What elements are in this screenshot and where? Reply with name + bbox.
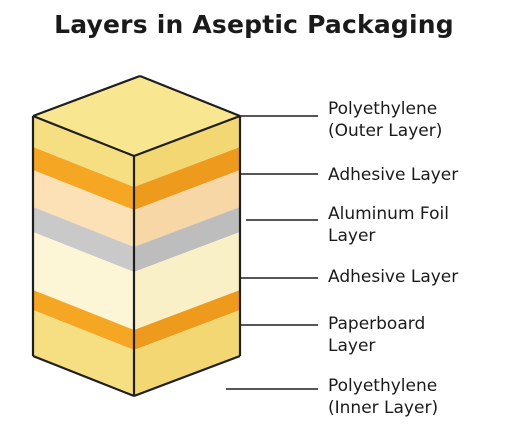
right-face-band — [134, 207, 240, 272]
label-line: Adhesive Layer — [328, 267, 459, 287]
top-edge — [139, 74, 241, 118]
top-edge — [32, 114, 135, 158]
label-adhesive-lower: Adhesive Layer — [328, 266, 458, 288]
right-face-band — [134, 170, 240, 247]
leader-lines — [226, 115, 318, 390]
right-face-band — [134, 290, 240, 350]
bottom-edge — [32, 354, 135, 398]
left-face-band — [33, 147, 134, 210]
left-face-band — [33, 290, 134, 350]
layered-block — [31, 74, 242, 398]
label-paperboard: Paperboard Layer — [328, 313, 425, 357]
label-polyethylene-outer: Polyethylene (Outer Layer) — [328, 98, 442, 142]
label-line: (Inner Layer) — [328, 398, 439, 418]
left-face-band — [33, 232, 134, 330]
label-line: Layer — [328, 226, 376, 246]
label-line: (Outer Layer) — [328, 121, 443, 141]
right-face-band — [134, 310, 240, 396]
right-face-band — [134, 232, 240, 330]
label-line: Polyethylene — [328, 376, 438, 396]
diagram-title: Layers in Aseptic Packaging — [54, 10, 454, 39]
label-line: Paperboard — [328, 314, 426, 334]
label-aluminum-foil: Aluminum Foil Layer — [328, 203, 449, 247]
left-face-band — [33, 116, 134, 187]
bottom-edge — [133, 354, 241, 398]
label-line: Layer — [328, 336, 376, 356]
right-face-band — [134, 147, 240, 210]
label-polyethylene-inner: Polyethylene (Inner Layer) — [328, 375, 438, 419]
top-edge — [133, 114, 241, 158]
label-adhesive-upper: Adhesive Layer — [328, 164, 458, 186]
right-face-band — [134, 116, 240, 187]
left-face-band — [33, 207, 134, 272]
left-face-band — [33, 310, 134, 396]
left-face-band — [33, 170, 134, 247]
label-line: Polyethylene — [328, 99, 438, 119]
top-edge — [32, 74, 141, 118]
label-line: Adhesive Layer — [328, 165, 459, 185]
label-line: Aluminum Foil — [328, 204, 449, 224]
